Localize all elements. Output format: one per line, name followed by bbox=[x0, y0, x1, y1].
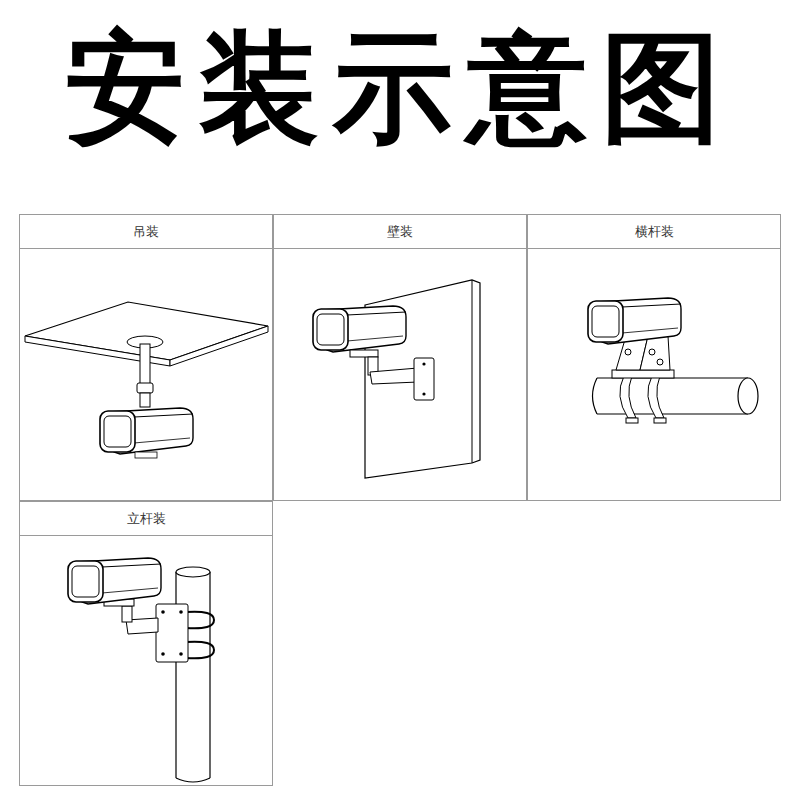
screw bbox=[422, 362, 425, 365]
horizontal-pole-figure bbox=[588, 298, 758, 423]
panel-header: 横杆装 bbox=[528, 215, 780, 249]
panel-header: 壁装 bbox=[274, 215, 526, 249]
install-panel: 立杆装 bbox=[19, 501, 273, 786]
camera bbox=[588, 298, 681, 344]
pipe-clamp bbox=[620, 376, 636, 418]
install-panel: 吊装 bbox=[19, 214, 273, 501]
pipe-end bbox=[593, 378, 598, 414]
mount-pole bbox=[140, 344, 150, 384]
ceiling-mount-figure bbox=[25, 302, 268, 458]
bolt bbox=[649, 349, 655, 355]
pipe-edge bbox=[597, 413, 748, 414]
vertical-pole-figure bbox=[68, 558, 214, 782]
screw bbox=[422, 392, 425, 395]
install-panel: 壁装 bbox=[273, 214, 527, 501]
pole-plate bbox=[156, 604, 188, 662]
clamp-nut bbox=[626, 418, 638, 423]
pole-edge bbox=[175, 572, 176, 778]
panel-header: 吊装 bbox=[20, 215, 272, 249]
pole-fill bbox=[176, 572, 210, 778]
panel-heading: 壁装 bbox=[387, 223, 413, 241]
bracket-joint bbox=[122, 606, 132, 622]
camera-foot bbox=[350, 350, 378, 357]
panel-heading: 吊装 bbox=[133, 223, 159, 241]
pole-bottom bbox=[176, 778, 210, 782]
pipe-end bbox=[738, 378, 758, 414]
install-panel: 横杆装 bbox=[527, 214, 781, 501]
pole-clamp bbox=[186, 642, 214, 659]
camera bbox=[100, 408, 193, 454]
page-title: 安装示意图 bbox=[0, 22, 800, 154]
panel-heading: 立杆装 bbox=[127, 510, 166, 528]
screw bbox=[161, 610, 165, 614]
bracket-plate bbox=[640, 336, 670, 370]
pole-clamp bbox=[186, 612, 214, 629]
camera bbox=[313, 306, 406, 352]
screw bbox=[179, 610, 183, 614]
screw bbox=[161, 652, 165, 656]
wall-edge bbox=[472, 280, 473, 463]
clamp-nut bbox=[654, 418, 666, 423]
camera bbox=[68, 558, 161, 604]
wall-mount-figure bbox=[313, 280, 480, 478]
screw bbox=[179, 652, 183, 656]
pipe-clamp bbox=[648, 376, 664, 418]
mount-joint bbox=[140, 393, 150, 407]
wall-plate bbox=[414, 358, 434, 400]
panel-header: 立杆装 bbox=[20, 502, 272, 536]
bolt bbox=[657, 359, 663, 365]
bracket-base bbox=[612, 370, 674, 378]
ceiling-edge bbox=[170, 326, 268, 366]
bracket-arm bbox=[370, 368, 418, 384]
panel-heading: 横杆装 bbox=[635, 223, 674, 241]
pole-top bbox=[176, 567, 210, 577]
camera-foot bbox=[135, 452, 157, 458]
bolt bbox=[625, 349, 631, 355]
mount-joint bbox=[137, 383, 153, 393]
pole-edge bbox=[209, 572, 210, 778]
